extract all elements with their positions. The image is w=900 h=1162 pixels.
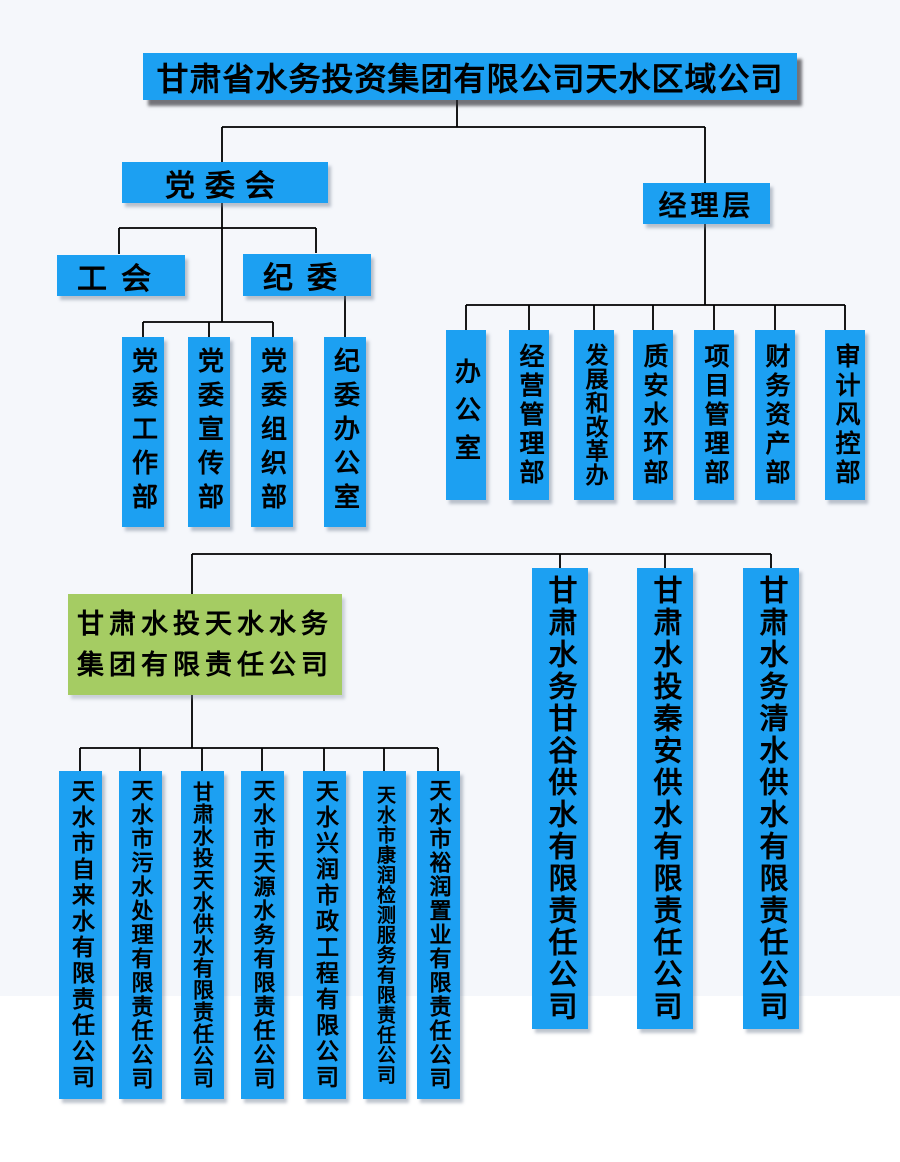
mgmt-dept-label: 财务资产部 — [762, 342, 789, 488]
connector-path — [79, 100, 846, 771]
subsidiary-company-box: 天水市天源水务有限责任公司 — [241, 771, 284, 1099]
subsidiary-company-label: 天水市污水处理有限责任公司 — [128, 779, 154, 1091]
mgmt-dept-box: 质安水环部 — [633, 330, 673, 500]
party-committee-box: 党委会 — [122, 162, 328, 203]
mgmt-dept-box: 财务资产部 — [755, 330, 795, 500]
root-company-box: 甘肃省水务投资集团有限公司天水区域公司 — [143, 53, 797, 100]
subsidiary-company-label: 天水市自来水有限责任公司 — [68, 779, 94, 1091]
discipline-committee-label: 纪委 — [263, 262, 351, 295]
subsidiary-company-label: 天水市康润检测服务有限责任公司 — [374, 785, 395, 1085]
mgmt-dept-label: 经营管理部 — [516, 342, 543, 488]
regional-company-box: 甘肃水务清水供水有限责任公司 — [743, 568, 799, 1029]
party-dept-label: 纪委办公室 — [330, 347, 360, 517]
labor-union-label: 工会 — [77, 262, 165, 296]
labor-union-box: 工会 — [57, 255, 185, 296]
regional-company-box: 甘肃水务甘谷供水有限责任公司 — [532, 568, 588, 1029]
mgmt-dept-label: 审计风控部 — [832, 342, 859, 488]
party-committee-label: 党委会 — [165, 169, 285, 203]
party-dept-label: 党委工作部 — [128, 347, 158, 517]
subsidiary-company-box: 天水市污水处理有限责任公司 — [119, 771, 162, 1099]
subsidiary-company-box: 天水兴润市政工程有限公司 — [303, 771, 346, 1099]
subsidiary-group-label-line1: 甘肃水投天水水务 — [77, 609, 333, 639]
management-layer-box: 经理层 — [643, 183, 770, 224]
party-dept-label: 党委组织部 — [257, 347, 287, 517]
subsidiary-company-label: 天水市裕润置业有限责任公司 — [426, 779, 452, 1091]
regional-company-label: 甘肃水投秦安供水有限责任公司 — [649, 574, 681, 1023]
mgmt-dept-box: 办公室 — [446, 330, 486, 500]
mgmt-dept-box: 经营管理部 — [509, 330, 549, 500]
subsidiary-company-box: 天水市自来水有限责任公司 — [59, 771, 102, 1099]
subsidiary-company-label: 甘肃水投天水供水有限责任公司 — [190, 781, 215, 1089]
regional-company-label: 甘肃水务甘谷供水有限责任公司 — [544, 574, 576, 1023]
subsidiary-company-box: 天水市康润检测服务有限责任公司 — [363, 771, 406, 1099]
subsidiary-company-box: 天水市裕润置业有限责任公司 — [417, 771, 460, 1099]
mgmt-dept-box: 审计风控部 — [825, 330, 865, 500]
regional-company-box: 甘肃水投秦安供水有限责任公司 — [637, 568, 693, 1029]
subsidiary-company-label: 天水兴润市政工程有限公司 — [312, 779, 338, 1091]
subsidiary-company-box: 甘肃水投天水供水有限责任公司 — [181, 771, 224, 1099]
party-dept-box: 党委工作部 — [122, 337, 164, 527]
mgmt-dept-box: 发展和改革办 — [574, 330, 614, 500]
root-company-label: 甘肃省水务投资集团有限公司天水区域公司 — [156, 60, 784, 97]
subsidiary-company-label: 天水市天源水务有限责任公司 — [250, 779, 276, 1091]
management-layer-label: 经理层 — [658, 190, 755, 222]
party-dept-box: 党委宣传部 — [188, 337, 230, 527]
subsidiary-group-box: 甘肃水投天水水务 集团有限责任公司 — [68, 594, 342, 695]
mgmt-dept-label: 质安水环部 — [640, 342, 667, 488]
mgmt-dept-label: 办公室 — [451, 358, 481, 472]
party-dept-label: 党委宣传部 — [194, 347, 224, 517]
mgmt-dept-label: 发展和改革办 — [582, 343, 607, 487]
discipline-committee-box: 纪委 — [243, 254, 371, 296]
mgmt-dept-box: 项目管理部 — [694, 330, 734, 500]
subsidiary-group-label-line2: 集团有限责任公司 — [77, 649, 333, 680]
party-dept-box: 党委组织部 — [251, 337, 293, 527]
party-dept-box: 纪委办公室 — [324, 337, 366, 527]
regional-company-label: 甘肃水务清水供水有限责任公司 — [755, 574, 787, 1023]
mgmt-dept-label: 项目管理部 — [701, 342, 728, 488]
